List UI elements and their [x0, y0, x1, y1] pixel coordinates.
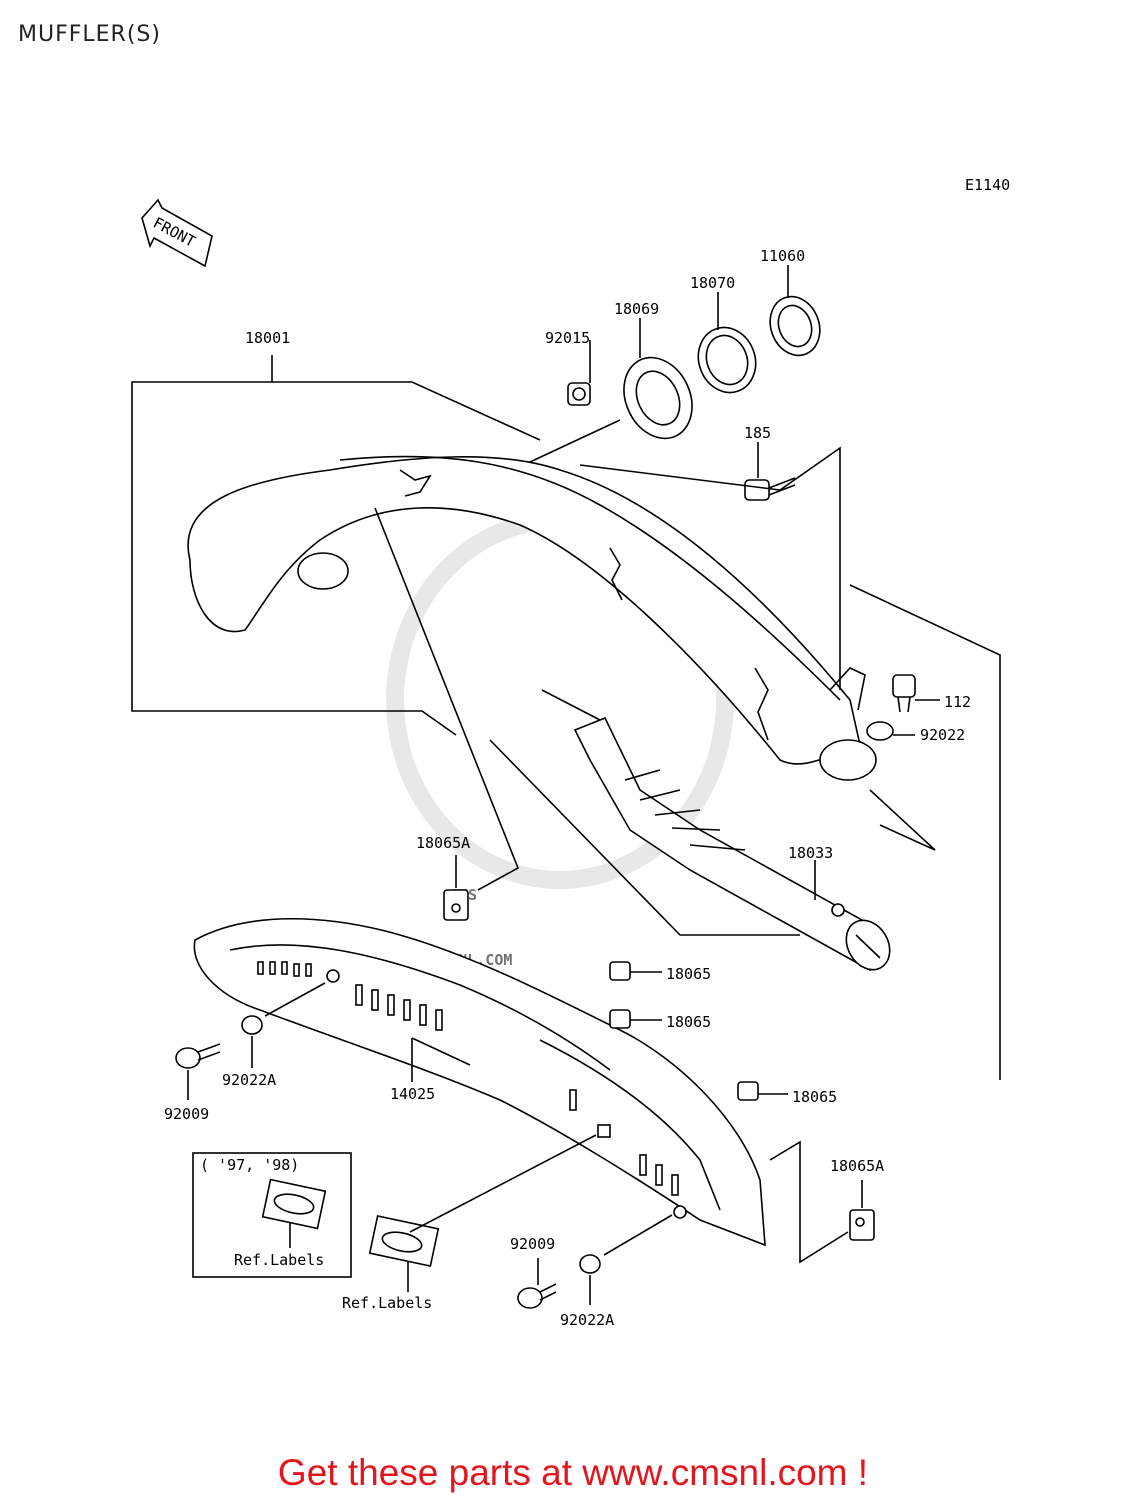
washer-92022A-left — [241, 1015, 263, 1035]
washer-92022A-bottom — [579, 1254, 601, 1274]
bolt-185 — [744, 477, 796, 501]
part-18033: 18033 — [788, 844, 833, 862]
part-11060: 11060 — [760, 247, 805, 265]
ref-labels: Ref.Labels — [342, 1294, 432, 1312]
tailpipe-18033 — [573, 716, 891, 972]
clip-18065-c — [737, 1081, 759, 1101]
part-112: 112 — [944, 693, 971, 711]
part-18069: 18069 — [614, 300, 659, 318]
inset-years: ( '97, '98) — [200, 1156, 299, 1174]
screw-92009-left — [175, 1043, 221, 1069]
part-92022A-bottom: 92022A — [560, 1311, 614, 1329]
washer-92022 — [866, 721, 894, 741]
ref-label-decal — [368, 1134, 597, 1292]
part-185: 185 — [744, 424, 771, 442]
nut-92015 — [567, 382, 591, 406]
part-18001: 18001 — [245, 329, 290, 347]
part-18065A-bottom: 18065A — [830, 1157, 884, 1175]
part-18070: 18070 — [690, 274, 735, 292]
heat-guard-14025 — [193, 918, 766, 1247]
header-pipe — [187, 455, 877, 781]
part-92022A-left: 92022A — [222, 1071, 276, 1089]
bracket-18001 — [131, 355, 800, 936]
part-18065-b: 18065 — [666, 1013, 711, 1031]
part-92022: 92022 — [920, 726, 965, 744]
inset-box — [192, 1152, 352, 1278]
clip-18065-b — [609, 1009, 631, 1029]
page-title: MUFFLER(S) — [18, 22, 161, 47]
ring-18070 — [697, 326, 757, 394]
clip-18065-a — [609, 961, 631, 981]
part-92009-left: 92009 — [164, 1105, 209, 1123]
part-14025: 14025 — [390, 1085, 435, 1103]
part-18065-a: 18065 — [666, 965, 711, 983]
part-92009-bottom: 92009 — [510, 1235, 555, 1253]
screw-92009-bottom — [517, 1283, 557, 1309]
bolt-112 — [892, 674, 916, 713]
flange-18069 — [623, 356, 693, 440]
part-18065-c: 18065 — [792, 1088, 837, 1106]
inset-ref-labels: Ref.Labels — [234, 1251, 324, 1269]
clip-18065A-bottom — [849, 1209, 875, 1241]
vent-slots — [257, 961, 679, 1196]
front-arrow-icon: FRONT — [141, 198, 213, 268]
part-92015: 92015 — [545, 329, 590, 347]
gasket-11060 — [769, 295, 821, 357]
cta-link[interactable]: Get these parts at www.cmsnl.com ! — [277, 1452, 869, 1493]
clip-18065A-top — [443, 889, 469, 921]
diagram-code: E1140 — [965, 176, 1010, 194]
part-18065A-top: 18065A — [416, 834, 470, 852]
